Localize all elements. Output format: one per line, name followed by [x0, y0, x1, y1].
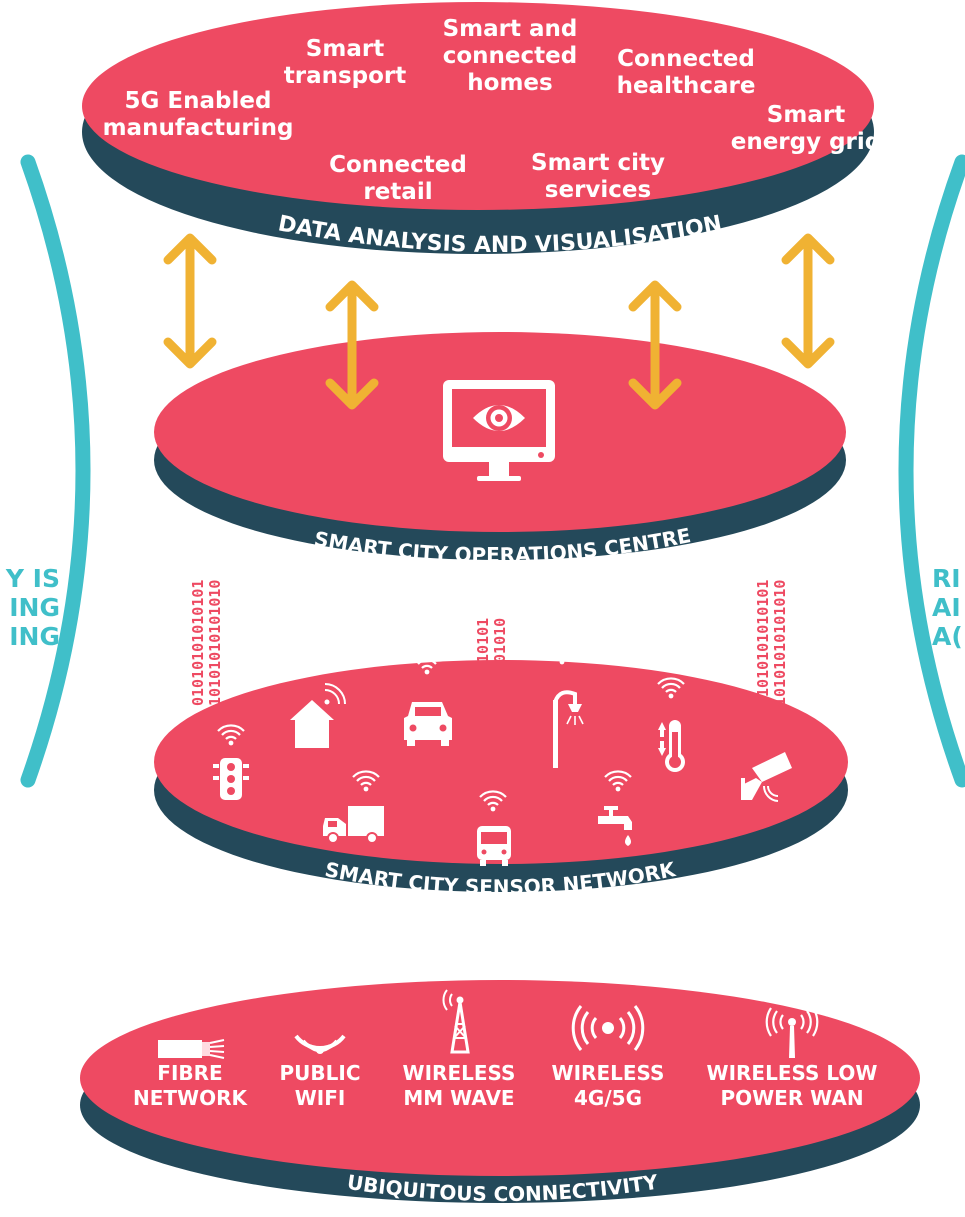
- double-arrow-icon: [163, 233, 217, 369]
- connectivity-item-line: NETWORK: [133, 1086, 249, 1110]
- connectivity-item-line: PUBLIC: [279, 1061, 360, 1085]
- analysis-item-line: Smart and: [443, 16, 578, 42]
- connected-car-icon: [404, 653, 452, 746]
- binary-stream: 10101010101010: [206, 580, 224, 706]
- left-side-line: ING: [9, 622, 60, 651]
- analysis-item-line: Smart city: [531, 150, 665, 176]
- analysis-item-line: homes: [467, 70, 552, 96]
- fibre-cable-icon: [158, 1039, 225, 1059]
- left-teal-curve: [20, 154, 91, 788]
- connectivity-item-line: WIRELESS: [403, 1061, 516, 1085]
- double-arrow-icon: [781, 233, 835, 369]
- connectivity-item-line: WIRELESS: [552, 1061, 665, 1085]
- left-side-text: Y IS ING ING: [0, 564, 60, 651]
- binary-stream: 010101: [474, 618, 492, 672]
- binary-stream: 101010: [491, 618, 509, 672]
- small-antenna-icon: [765, 1007, 819, 1058]
- bus-icon: [477, 790, 511, 866]
- analysis-disc: [82, 2, 874, 254]
- street-light-icon: [547, 643, 584, 768]
- binary-stream: 01010101010101: [189, 580, 207, 706]
- water-tap-icon: [598, 770, 633, 846]
- analysis-item-line: manufacturing: [103, 115, 294, 141]
- wireless-broadcast-icon: [571, 1005, 645, 1051]
- connectivity-item-line: WIFI: [295, 1086, 346, 1110]
- analysis-item-line: Smart: [306, 36, 384, 62]
- connectivity-disc: [80, 980, 920, 1203]
- double-arrow-icon: [628, 280, 682, 410]
- right-side-line: A(: [932, 622, 963, 651]
- connectivity-item-line: FIBRE: [157, 1061, 222, 1085]
- data-flow-arrows: [163, 233, 835, 410]
- analysis-item-line: 5G Enabled: [125, 88, 272, 114]
- traffic-light-icon: [213, 724, 249, 800]
- double-arrow-icon: [325, 280, 379, 410]
- analysis-item-line: transport: [284, 63, 407, 89]
- analysis-item-line: Connected: [329, 152, 467, 178]
- connectivity-item-line: POWER WAN: [720, 1086, 863, 1110]
- analysis-item-line: retail: [363, 179, 432, 205]
- binary-stream: 10101010101010: [771, 580, 789, 706]
- analysis-item-line: healthcare: [617, 73, 756, 99]
- cctv-camera-icon: [741, 752, 792, 802]
- right-teal-curve: [898, 154, 965, 788]
- monitor-eye-icon: [443, 380, 555, 481]
- delivery-truck-icon: [323, 770, 384, 844]
- connectivity-item-line: WIRELESS LOW: [707, 1061, 878, 1085]
- analysis-item-line: Connected: [617, 46, 755, 72]
- right-side-text: RI AI A(: [932, 564, 965, 651]
- binary-stream: 01010101010101: [754, 580, 772, 706]
- analysis-item-line: Smart: [767, 102, 845, 128]
- thermometer-icon: [656, 677, 686, 772]
- analysis-item-line: connected: [443, 43, 577, 69]
- analysis-item-line: services: [545, 177, 651, 203]
- connectivity-item-line: MM WAVE: [403, 1086, 514, 1110]
- wifi-icon: [294, 1034, 346, 1054]
- smart-home-icon: [290, 683, 346, 748]
- left-side-line: Y IS: [5, 564, 60, 593]
- antenna-tower-icon: [442, 989, 470, 1054]
- connectivity-item-line: 4G/5G: [574, 1086, 642, 1110]
- right-side-line: AI: [932, 593, 961, 622]
- analysis-item-line: energy grid: [731, 129, 882, 155]
- right-side-line: RI: [932, 564, 961, 593]
- left-side-line: ING: [9, 593, 60, 622]
